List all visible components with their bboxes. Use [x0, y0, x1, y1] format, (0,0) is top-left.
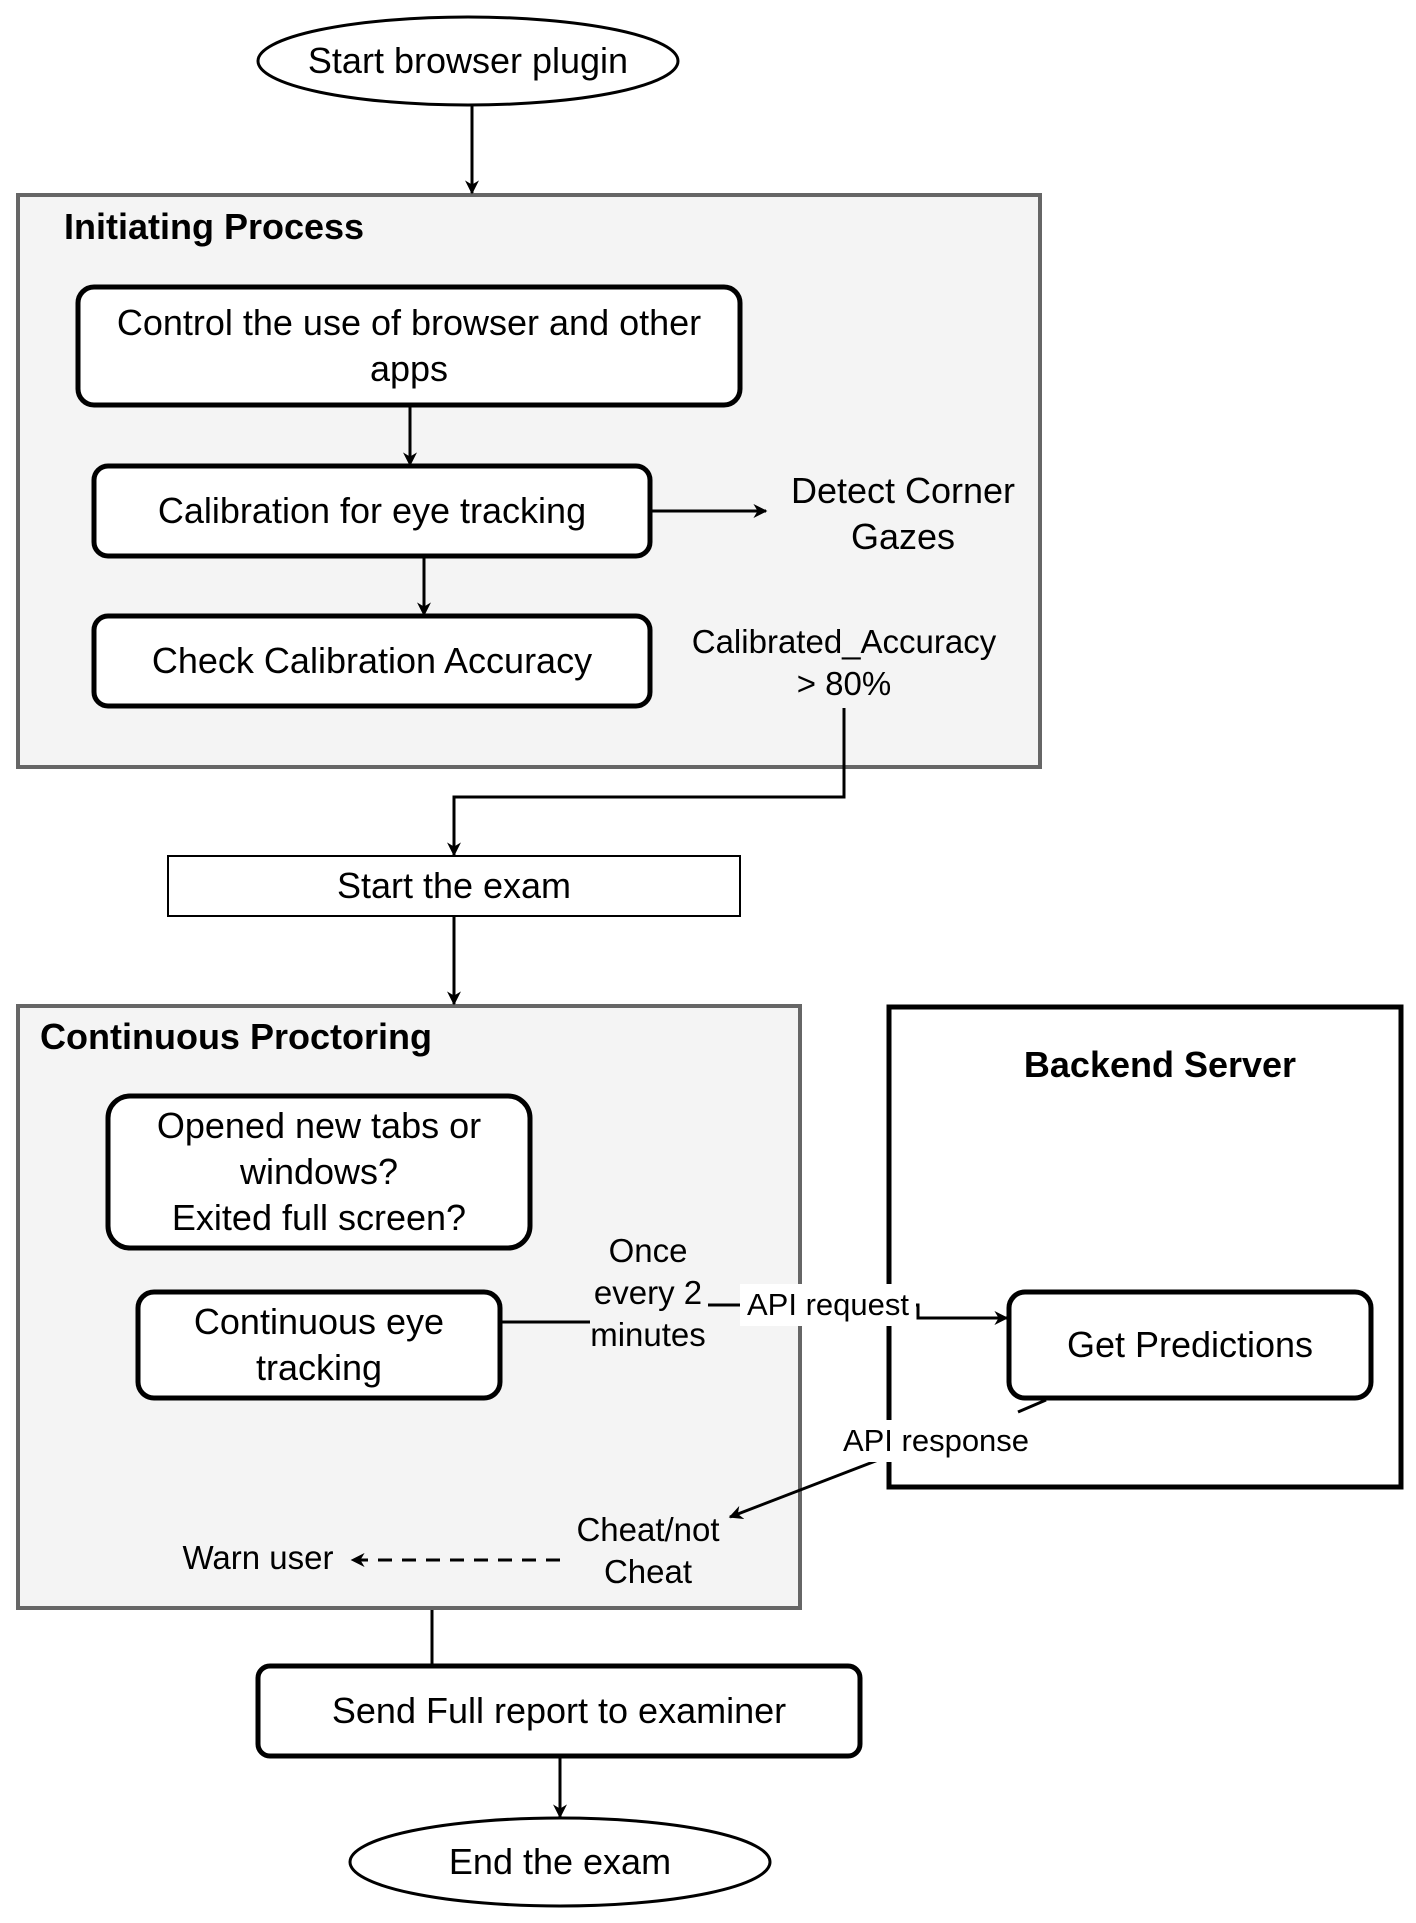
- control-apps-label: Control the use of browser and other app…: [116, 301, 702, 389]
- send-report-node: [255, 1663, 863, 1759]
- warn-user-label: Warn user: [182, 1538, 334, 1576]
- eye-tracking-node: [135, 1289, 503, 1401]
- get-predictions-node: [1006, 1289, 1374, 1401]
- start-exam-label: Start the exam: [336, 864, 572, 906]
- continuous-proctoring-title: Continuous Proctoring: [40, 1015, 432, 1057]
- start-plugin-node: [256, 15, 680, 107]
- cheat-not-cheat-label: Cheat/not Cheat: [576, 1510, 720, 1590]
- get-predictions-label: Get Predictions: [1066, 1323, 1314, 1365]
- check-accuracy-node: [91, 613, 653, 709]
- end-exam-label: End the exam: [448, 1840, 672, 1882]
- backend-server-group: [886, 1004, 1404, 1490]
- edge-accuracy-to-start-exam: [447, 708, 846, 857]
- calibration-node: [91, 463, 653, 559]
- detect-corner-label: Detect Corner Gazes: [790, 469, 1016, 557]
- check-accuracy-label: Check Calibration Accuracy: [151, 639, 593, 681]
- api-request-label: API request: [740, 1284, 916, 1326]
- calibration-label: Calibration for eye tracking: [157, 489, 587, 531]
- opened-tabs-label: Opened new tabs or windows? Exited full …: [156, 1104, 482, 1239]
- initiating-process-title: Initiating Process: [64, 205, 365, 247]
- start-plugin-label: Start browser plugin: [307, 39, 629, 81]
- send-report-label: Send Full report to examiner: [331, 1689, 787, 1731]
- opened-tabs-node: [105, 1093, 533, 1251]
- edge-api-response-lower: [728, 1455, 887, 1520]
- control-apps-node: [75, 284, 743, 408]
- backend-server-title: Backend Server: [1023, 1043, 1297, 1085]
- frequency-label: Once every 2 minutes: [590, 1231, 706, 1354]
- eye-tracking-label: Continuous eye tracking: [193, 1300, 445, 1388]
- accuracy-condition-label: Calibrated_Accuracy > 80%: [691, 622, 997, 702]
- edge-api-response-upper: [1017, 1398, 1047, 1414]
- api-response-label: API response: [832, 1420, 1040, 1462]
